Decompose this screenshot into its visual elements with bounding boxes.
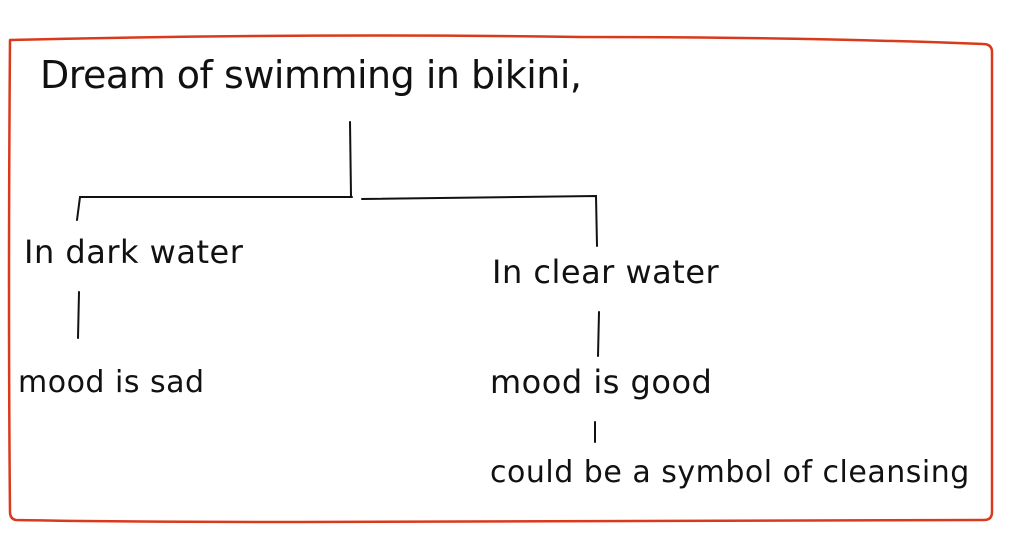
frame-border [7, 34, 994, 524]
branch-clear-water-label: In clear water [492, 253, 720, 291]
branch-right-line [361, 194, 598, 247]
branch-dark-water-label: In dark water [24, 233, 244, 271]
leaf-mood-sad-label: mood is sad [18, 365, 205, 400]
branch-left-line [76, 196, 353, 221]
leaf-mood-good-label: mood is good [490, 363, 713, 401]
root-node-label: Dream of swimming in bikini, [40, 53, 582, 97]
dark-to-sad-line [77, 291, 80, 339]
root-stem-line [349, 121, 352, 197]
leaf-cleansing-label: could be a symbol of cleansing [490, 455, 970, 490]
clear-to-good-line [597, 311, 600, 357]
